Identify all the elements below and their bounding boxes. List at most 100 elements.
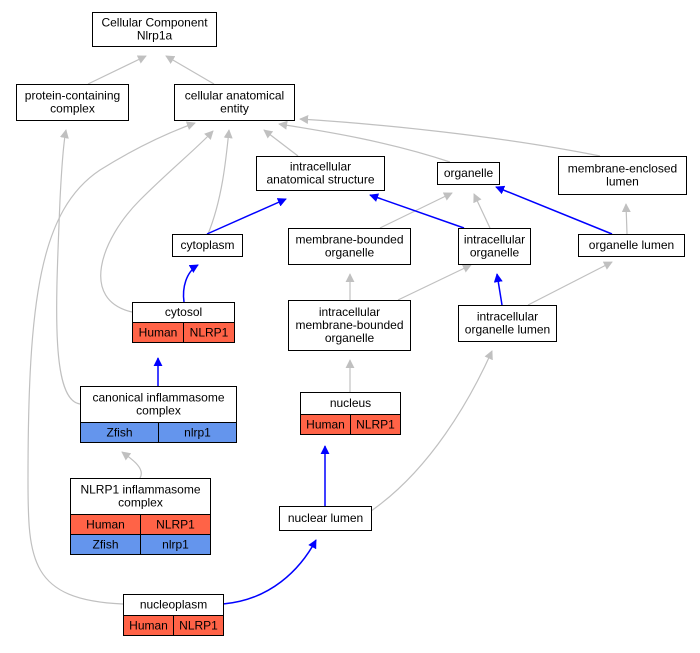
node-organelle-lumen[interactable]: organelle lumen [578,234,685,257]
node-label: cytosol [165,305,202,319]
node-box [288,300,411,351]
edge-nucleoplasm-to-cellular-anatomical-entity [27,121,196,605]
node-label: membrane-bounded [295,233,403,247]
node-label: cytoplasm [180,238,234,252]
node-box [279,506,372,531]
node-label: organelle lumen [589,238,674,252]
gene-label: nlrp1 [184,426,211,440]
gene-cell [140,534,211,555]
gene-label: nlrp1 [162,538,189,552]
node-label: organelle [444,166,494,180]
node-box [70,478,211,515]
gene-label: NLRP1 [356,418,395,432]
gene-label: NLRP1 [190,326,229,340]
node-label: nuclear lumen [288,511,363,525]
node-box [256,156,385,191]
edge-nlrp1-inflammasome-complex-to-canonical-inflammasome-complex [121,451,142,479]
node-label: organelle [470,246,520,260]
node-label: complex [118,496,163,510]
node-label: lumen [606,175,639,189]
species-label: Zfish [106,426,132,440]
edge-cytosol-to-cellular-anatomical-entity [100,130,214,313]
node-label: canonical inflammasome [92,391,224,405]
node-box [174,84,295,121]
edge-nuclear-lumen-to-intracellular-organelle-lumen [370,350,493,512]
gene-cell [158,422,237,443]
edge-intracellular-membrane-bounded-organelle-to-intracellular-organelle [397,264,472,301]
node-label: intracellular [319,305,380,319]
gene-cell [350,414,401,435]
node-label: entity [220,102,249,116]
species-label: Human [306,418,345,432]
gene-cell [173,615,224,636]
node-box [578,234,685,257]
edge-cytoplasm-to-intracellular-anatomical-structure [206,198,287,235]
node-label: organelle lumen [465,323,550,337]
node-box [172,234,243,257]
node-label: organelle [325,246,375,260]
node-label: membrane-bounded [295,318,403,332]
edge-intracellular-organelle-to-organelle [473,193,491,229]
edge-cytoplasm-to-cellular-anatomical-entity [207,129,233,235]
edge-membrane-enclosed-lumen-to-cellular-anatomical-entity [299,115,601,157]
edge-cellular-anatomical-entity-to-cellular-component [165,55,215,85]
species-label: Human [139,326,178,340]
node-organelle[interactable]: organelle [437,162,500,185]
edge-organelle-to-cellular-anatomical-entity [278,120,451,163]
species-label: Human [86,518,125,532]
node-box [458,228,531,265]
gene-cell [183,322,235,343]
edge-canonical-inflammasome-complex-to-protein-containing-complex [56,129,81,405]
node-label: nucleus [330,396,371,410]
node-label: complex [50,102,95,116]
node-box [80,386,237,423]
node-label: intracellular [464,233,525,247]
edge-intracellular-organelle-to-intracellular-anatomical-structure [369,193,465,229]
edge-intracellular-anatomical-structure-to-cellular-anatomical-entity [263,129,299,157]
edge-intracellular-organelle-lumen-to-intracellular-organelle [493,273,503,306]
node-label: complex [136,404,181,418]
node-label: NLRP1 inflammasome [80,483,200,497]
node-label: Cellular Component [101,16,208,30]
node-label: intracellular [290,160,351,174]
edge-organelle-lumen-to-membrane-enclosed-lumen [621,203,631,235]
node-box [288,228,411,265]
node-nuclear-lumen[interactable]: nuclear lumen [279,506,372,531]
node-label: intracellular [477,310,538,324]
node-box [92,12,217,47]
node-box [558,156,687,195]
node-box [458,305,557,342]
species-label: Zfish [92,538,118,552]
node-label: anatomical structure [266,173,374,187]
species-label: Human [129,619,168,633]
gene-label: NLRP1 [156,518,195,532]
node-label: protein-containing [25,89,120,103]
edge-cytosol-to-cytoplasm [182,264,199,303]
edge-intracellular-organelle-lumen-to-organelle-lumen [527,261,613,306]
edge-organelle-lumen-to-organelle [495,185,613,235]
edge-nucleoplasm-to-nuclear-lumen [222,539,317,605]
gene-label: NLRP1 [179,619,218,633]
node-cytoplasm[interactable]: cytoplasm [172,234,243,257]
node-box [16,84,129,121]
edges-layer [27,55,631,605]
node-label: organelle [325,331,375,345]
node-label: membrane-enclosed [568,162,677,176]
node-box [437,162,500,185]
